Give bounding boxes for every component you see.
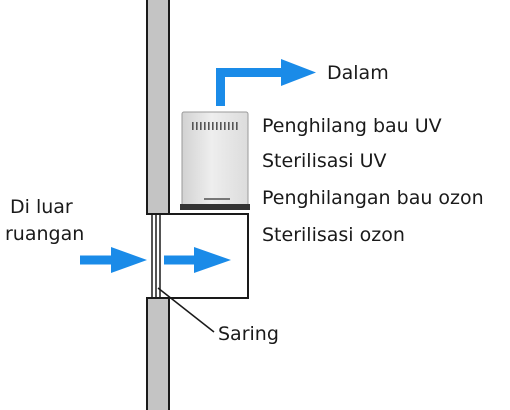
wall-upper: [146, 0, 170, 215]
device-body: [181, 111, 249, 209]
wall-lower: [146, 297, 170, 410]
outlet-arrow: [216, 59, 316, 106]
feature-uv-sterilize: Sterilisasi UV: [262, 150, 387, 172]
label-outside-line2: ruangan: [5, 223, 85, 245]
intake-arrow-outside: [80, 247, 147, 273]
label-inside: Dalam: [327, 62, 389, 84]
device-vent-grille: [192, 122, 238, 130]
intake-arrow-duct: [164, 247, 231, 273]
label-outside-line1: Di luar: [10, 196, 73, 218]
feature-ozone-sterilize: Sterilisasi ozon: [262, 224, 405, 246]
duct: [151, 213, 249, 299]
feature-uv-deodorize: Penghilang bau UV: [262, 115, 442, 137]
device-base: [180, 204, 250, 210]
device-indicator-strip: [204, 198, 230, 200]
air-purifier-icon: [180, 111, 250, 210]
arrow-right-icon: [80, 59, 316, 273]
label-filter: Saring: [218, 323, 279, 345]
feature-ozone-deodorize: Penghilangan bau ozon: [262, 187, 484, 209]
filter-leader-line: [157, 287, 215, 333]
